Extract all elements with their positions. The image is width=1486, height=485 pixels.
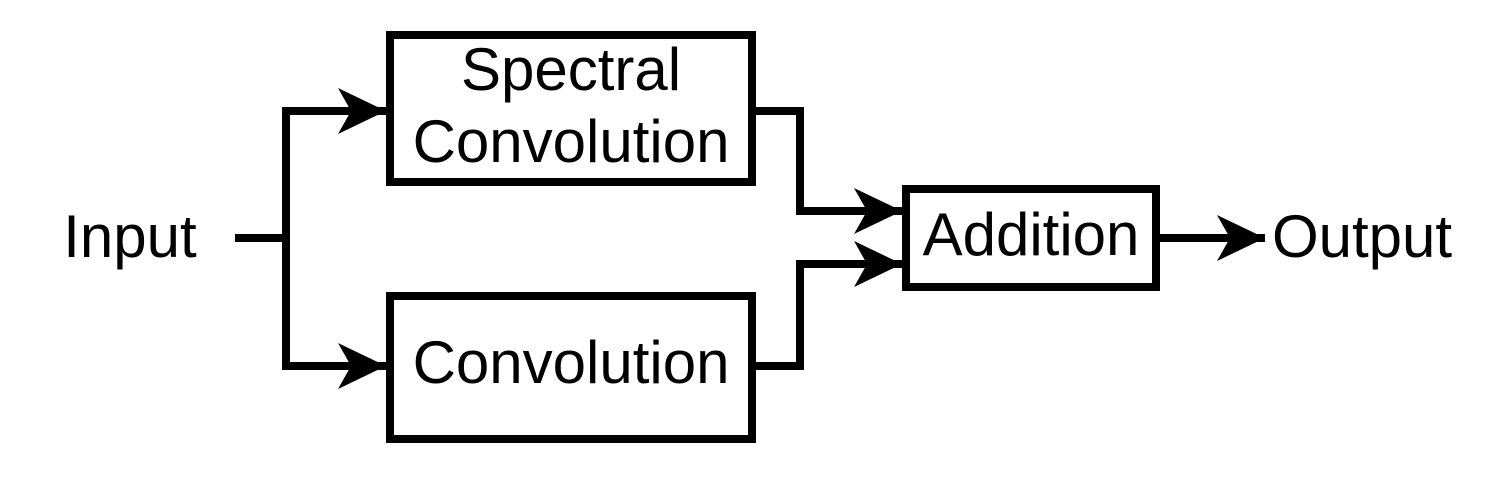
connector-input-to-spectral xyxy=(282,88,386,238)
spectral-convolution-box xyxy=(386,31,756,186)
output-label: Output xyxy=(1272,203,1452,270)
addition-box xyxy=(902,185,1160,291)
input-label: Input xyxy=(63,203,197,270)
spectral-box-label-line1: Spectral xyxy=(461,36,681,103)
connector-input-to-convolution xyxy=(282,238,386,389)
connector-spectral-to-addition xyxy=(752,107,902,234)
connector-convolution-to-addition xyxy=(752,241,902,370)
addition-box-label: Addition xyxy=(923,201,1140,268)
convolution-box-label: Convolution xyxy=(413,329,730,396)
convolution-box xyxy=(386,292,756,443)
spectral-box-label-line2: Convolution xyxy=(413,108,730,175)
